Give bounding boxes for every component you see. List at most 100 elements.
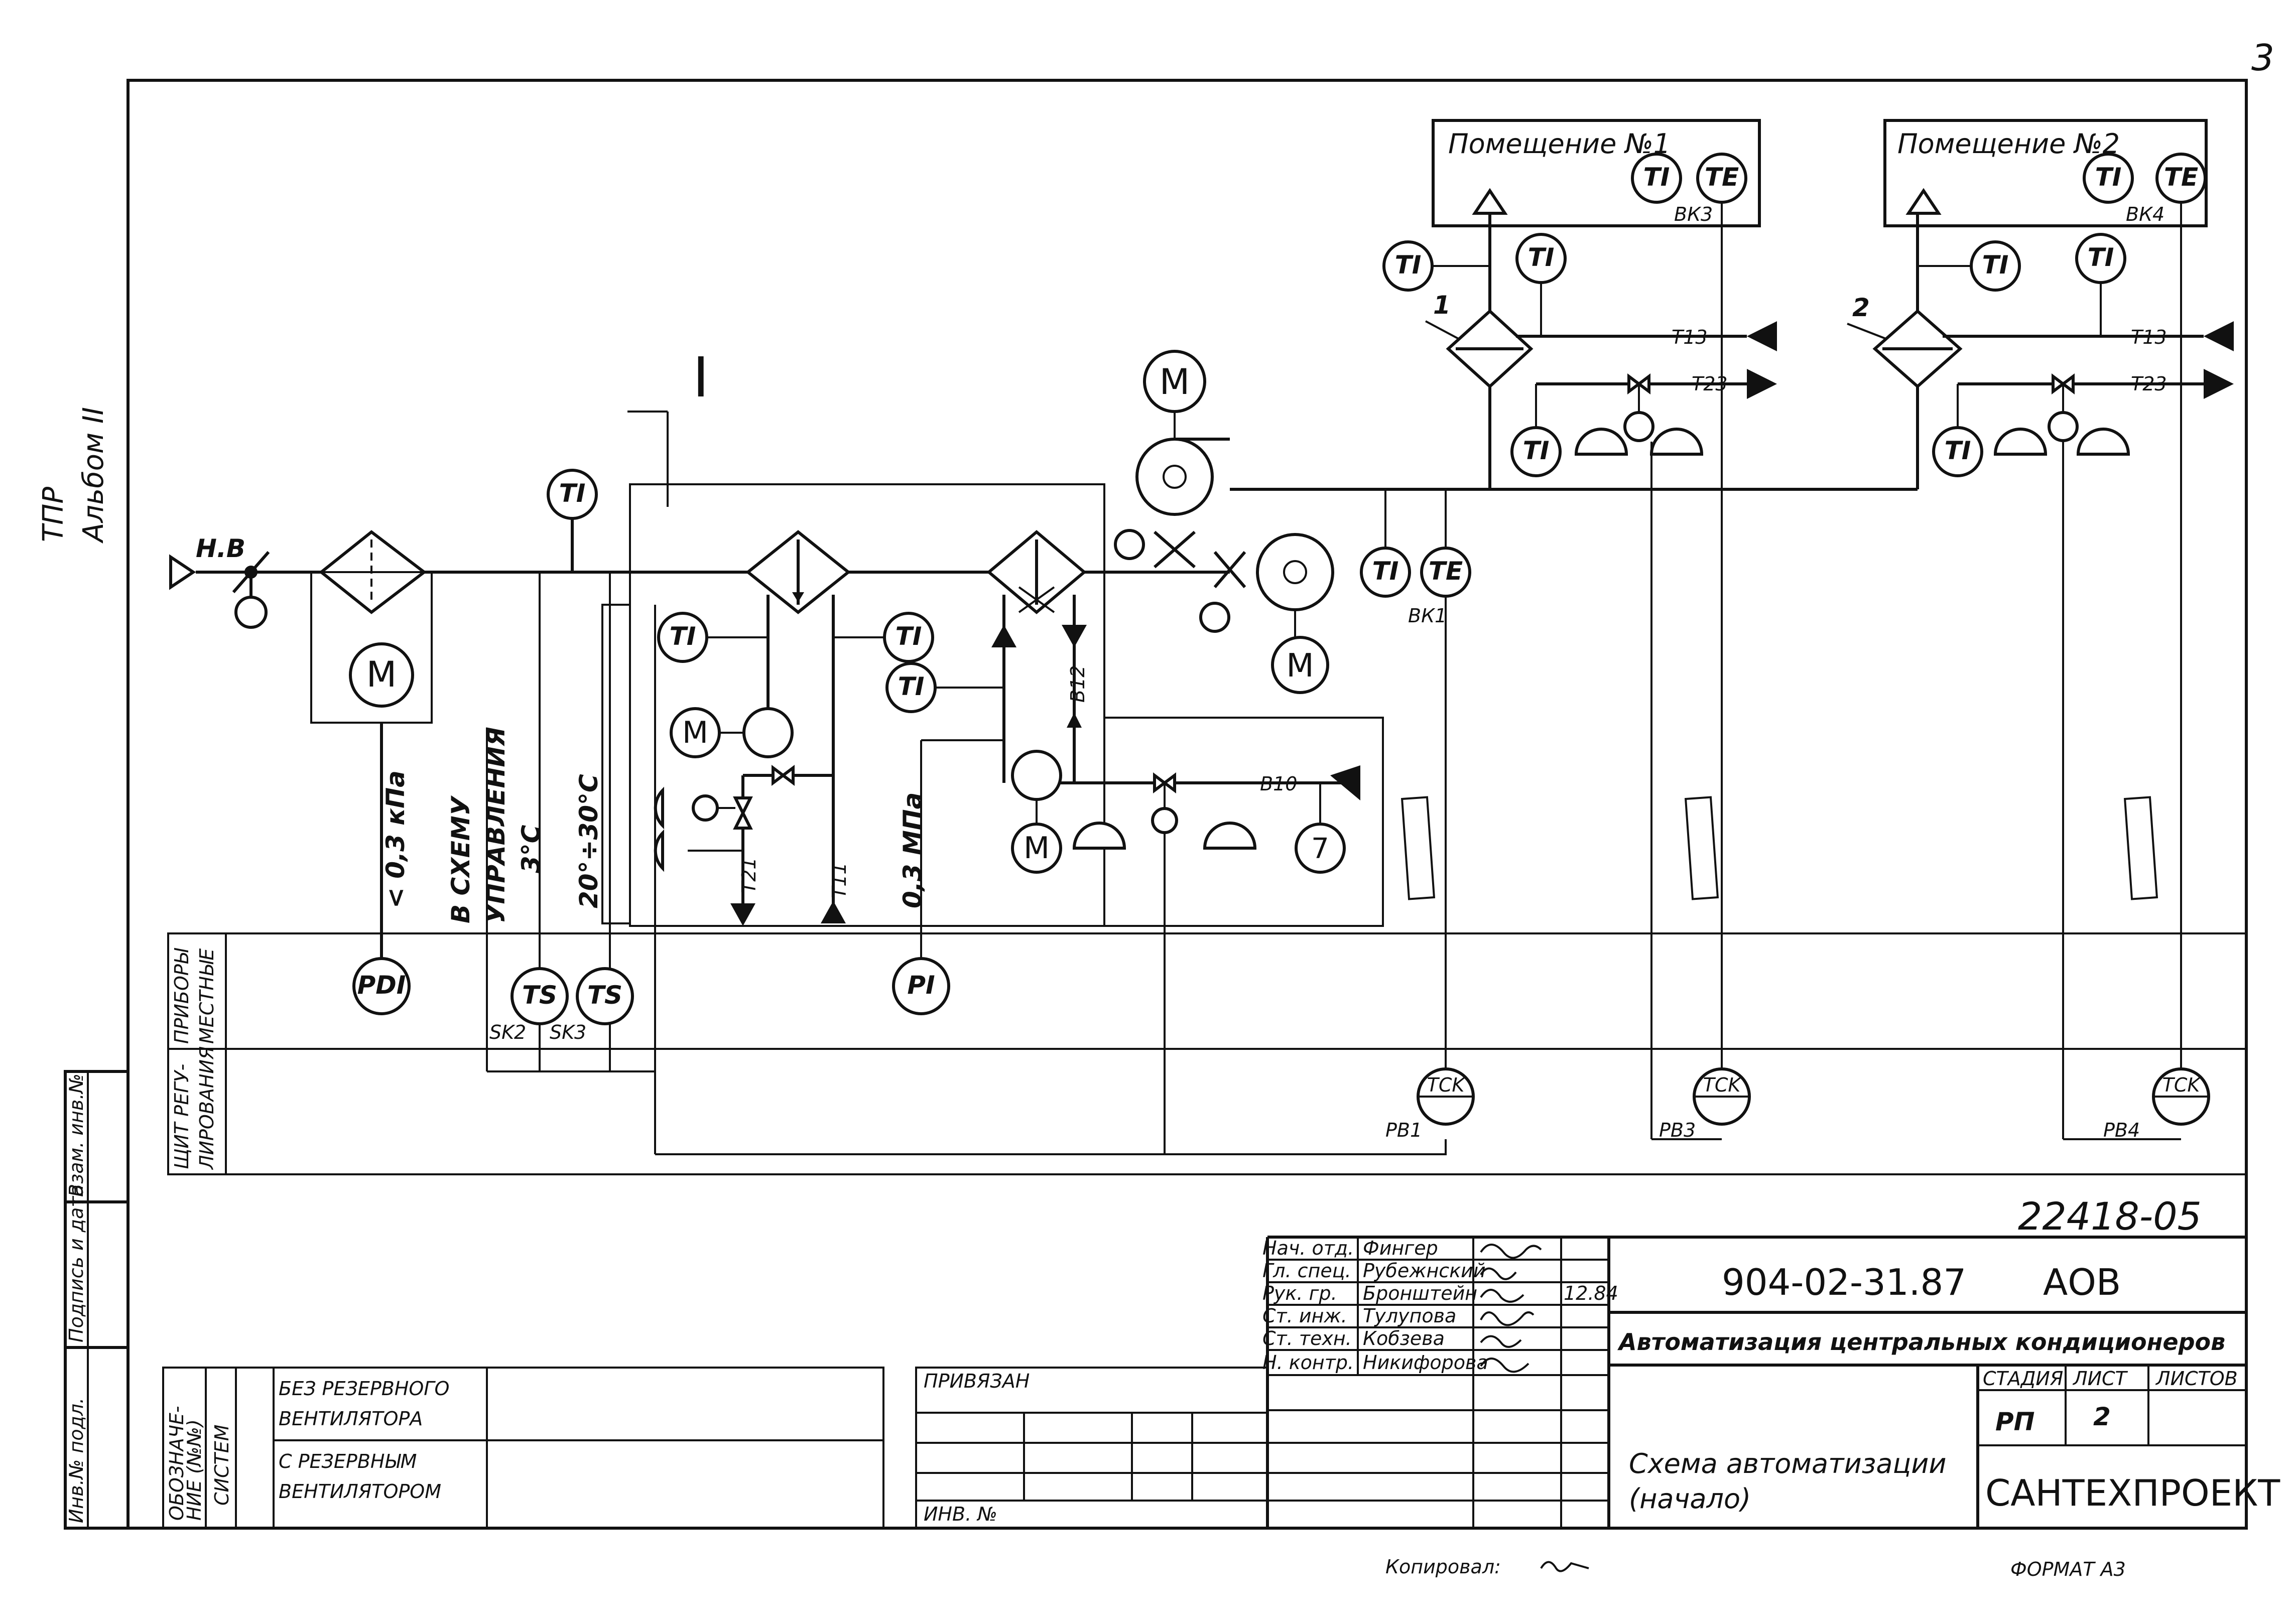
svg-text:PDI: PDI [357,971,406,1000]
t13b-arrow-icon [2204,321,2234,351]
svg-text:СИСТЕМ: СИСТЕМ [211,1425,233,1506]
air-intake-arrow-icon [169,554,196,590]
page-number: 3 [2251,37,2274,79]
heater-1-ti-gauge [1382,240,1434,292]
svg-text:Тулупова: Тулупова [1363,1305,1456,1327]
svg-text:Гл. спец.: Гл. спец. [1262,1260,1351,1282]
cooler-actuator-2-icon [1203,822,1257,850]
svg-text:TS: TS [522,981,557,1010]
preheater-return-ti-gauge [657,612,708,663]
fan-1-icon [1135,438,1214,516]
album-line2: Альбом II [77,407,110,544]
preheater-ti-gauge [883,612,934,663]
room-2-label: Помещение №2 [1897,128,2120,160]
preheater-3way-valve-icon [733,796,753,830]
svg-text:I: I [693,345,709,410]
svg-text:Т13: Т13 [1672,326,1708,348]
svg-text:Ст. техн.: Ст. техн. [1262,1327,1352,1349]
svg-text:Т21: Т21 [738,857,760,893]
t11-arrow-icon [821,901,846,923]
ts-switch-1 [511,967,569,1025]
svg-text:ИНВ. №: ИНВ. № [924,1503,997,1525]
heater-2-water-ti-gauge [2075,233,2126,284]
doc-mark: АОВ [2043,1261,2121,1303]
svg-text:TCK: TCK [2162,1074,2202,1096]
svg-text:Ст. инж.: Ст. инж. [1262,1305,1347,1327]
svg-text:РВ3: РВ3 [1659,1119,1696,1141]
cooler-ti-gauge [885,662,937,713]
svg-text:< 0,3 кПа: < 0,3 кПа [381,770,410,908]
pdi-gauge [352,957,411,1015]
svg-text:ВЕНТИЛЯТОРОМ: ВЕНТИЛЯТОРОМ [279,1480,441,1503]
svg-text:TS: TS [587,981,622,1010]
svg-text:12.84: 12.84 [1564,1282,1618,1304]
cooler-flow-gauge [1295,823,1346,874]
svg-text:M: M [366,654,397,695]
ts-switch-2 [576,967,634,1025]
room-1: Помещение №1 TI TE ВК3 [1432,119,1761,227]
svg-text:TI: TI [1523,436,1550,465]
svg-text:TI: TI [1982,250,2009,280]
heater-2-actuator-2-icon [2076,428,2130,456]
album-label: ТПР Альбом II [37,407,110,544]
svg-text:СТАДИЯ: СТАДИЯ [1983,1368,2063,1390]
doc-code: 904-02-31.87 [1722,1261,1966,1303]
heater-2-ti-gauge [1970,240,2021,292]
heater-1-water-ti-gauge [1515,233,1567,284]
svg-text:TE: TE [1429,557,1463,586]
zone-heater-1: 1 TI TI Т13 Т23 TI [1382,202,1777,1139]
cooler-return-arrow-icon [991,625,1016,647]
svg-text:TE: TE [1705,163,1739,192]
svg-text:TI: TI [896,622,922,651]
svg-text:Фингер: Фингер [1363,1237,1438,1259]
air-intake-label: Н.В [196,534,245,563]
svg-text:TCK: TCK [1703,1074,1742,1096]
heater-2-return-ti-gauge [1932,426,1983,477]
svg-text:TI: TI [1395,250,1422,280]
svg-text:TI: TI [898,672,925,701]
svg-text:Т11: Т11 [828,862,850,898]
room-1-ti-gauge [1631,153,1682,204]
title-block: 22418-05 904-02-31.87 АОВ Автоматизация … [1262,1194,2280,1528]
preheater-pump-icon [742,707,794,758]
svg-text:ЛИСТ: ЛИСТ [2072,1368,2128,1390]
svg-text:МЕСТНЫЕ: МЕСТНЫЕ [196,949,218,1044]
cooler-supply-arrow-icon [1062,625,1087,647]
supply-fans: M M [1114,350,1334,694]
svg-text:TI: TI [1528,243,1555,272]
binding-table: ПРИВЯЗАН ИНВ. № [915,1367,1268,1529]
svg-text:Н. контр.: Н. контр. [1262,1351,1354,1374]
svg-text:Никифорова: Никифорова [1363,1351,1488,1374]
svg-text:20°÷30°С: 20°÷30°С [574,774,603,908]
ref-number: 22418-05 [2018,1194,2202,1239]
svg-text:M: M [682,715,708,750]
svg-text:TI: TI [1372,557,1399,586]
svg-text:Т23: Т23 [2131,373,2167,395]
svg-text:SK3: SK3 [550,1021,586,1043]
svg-text:0,3 МПа: 0,3 МПа [898,792,927,908]
heater-1-actuator-2-icon [1649,428,1704,456]
svg-text:ПРИВЯЗАН: ПРИВЯЗАН [924,1370,1030,1392]
signal-lines [486,572,2181,1155]
air-filter: M [310,530,433,984]
svg-text:SK2: SK2 [489,1021,526,1043]
svg-text:PI: PI [907,971,935,1000]
t21-arrow-icon [730,903,755,926]
t23b-arrow-icon [2204,369,2234,399]
svg-text:В12: В12 [1067,665,1089,703]
svg-text:7: 7 [1311,833,1329,865]
svg-text:РВ1: РВ1 [1385,1119,1422,1141]
svg-text:TI: TI [2095,163,2122,192]
svg-text:TI: TI [1945,436,1971,465]
svg-text:TI: TI [670,622,696,651]
preheater: TI TI M Т21 Т11 [601,483,1105,927]
svg-text:РП: РП [1995,1407,2035,1436]
svg-text:2: 2 [1852,293,1870,322]
svg-text:Нач. отд.: Нач. отд. [1262,1237,1354,1259]
svg-text:ПРИБОРЫ: ПРИБОРЫ [171,948,193,1044]
svg-text:Копировал:: Копировал: [1385,1556,1501,1578]
preheater-actuator-icon [654,786,664,830]
room-1-supply-arrow-icon [1472,188,1508,215]
svg-text:Бронштейн: Бронштейн [1363,1282,1477,1304]
